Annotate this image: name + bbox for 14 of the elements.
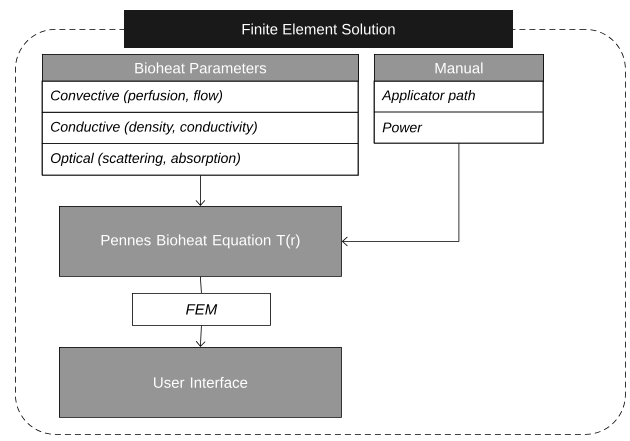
table-row: Convective (perfusion, flow): [42, 80, 358, 113]
arrow: [196, 175, 206, 206]
heading-bar: Finite Element Solution: [124, 10, 513, 48]
table-row: Conductive (density, conductivity): [42, 112, 358, 144]
arrow: [196, 325, 206, 347]
process-box: User Interface: [59, 347, 342, 418]
table-header: Bioheat Parameters: [42, 54, 359, 82]
table-row: Power: [374, 112, 544, 144]
process-box: Pennes Bioheat Equation T(r): [59, 206, 342, 277]
arrow: [342, 143, 460, 246]
table-row: Applicator path: [374, 80, 544, 112]
table-row: Optical (scattering, absorption): [42, 143, 358, 176]
table-header: Manual: [374, 54, 544, 82]
label-box: FEM: [132, 293, 271, 326]
